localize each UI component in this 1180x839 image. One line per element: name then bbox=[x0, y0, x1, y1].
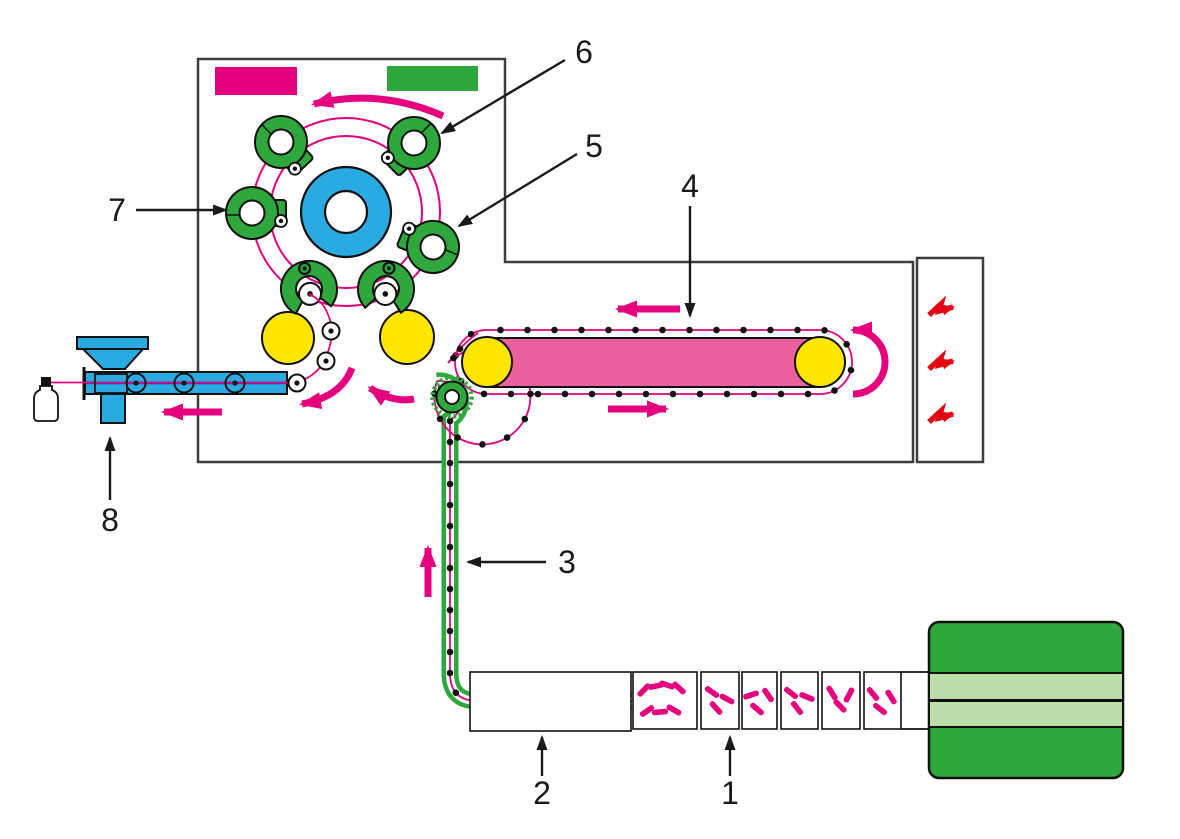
drum-left bbox=[261, 311, 315, 365]
belt-roller-right bbox=[794, 336, 846, 388]
callout-4: 4 bbox=[681, 168, 699, 204]
callout-6: 6 bbox=[575, 34, 593, 70]
transfer-arrow-right-icon bbox=[367, 385, 415, 406]
filler-head bbox=[100, 393, 126, 424]
infeed-conveyor bbox=[419, 545, 929, 732]
belt-roller-left bbox=[461, 336, 513, 388]
belt-wrap-arrow-icon bbox=[850, 321, 889, 398]
callout-3: 3 bbox=[558, 544, 576, 580]
station-clamp bbox=[357, 259, 415, 315]
heat-bolt-icon bbox=[927, 295, 955, 318]
callout-1: 1 bbox=[721, 775, 739, 811]
chain-dots bbox=[452, 326, 855, 398]
gripper-clamp bbox=[380, 116, 441, 176]
rotation-arrow-icon bbox=[311, 91, 445, 120]
heat-bolt-icon bbox=[927, 402, 955, 425]
sprocket-wheel bbox=[430, 375, 474, 419]
callout-2: 2 bbox=[533, 775, 551, 811]
legend-green-swatch bbox=[387, 66, 478, 91]
drum-right bbox=[379, 309, 435, 365]
transfer-belt bbox=[461, 300, 889, 418]
callout-5: 5 bbox=[585, 128, 603, 164]
bottle-icon bbox=[33, 377, 59, 422]
gripper-clamp bbox=[225, 186, 288, 240]
callouts: 1 2 3 4 5 6 7 8 bbox=[101, 34, 739, 811]
hopper-top bbox=[76, 336, 149, 350]
callout-7: 7 bbox=[108, 192, 126, 228]
heat-bolt-icon bbox=[927, 349, 955, 372]
supply-machine bbox=[927, 620, 1125, 780]
carousel-hub bbox=[299, 165, 393, 259]
callout-8: 8 bbox=[101, 502, 119, 538]
container-stars bbox=[125, 321, 341, 394]
gripper-clamp bbox=[254, 115, 314, 176]
heater-panel bbox=[915, 256, 985, 464]
hopper-funnel-icon bbox=[80, 348, 146, 370]
transfer-arrow-left-icon bbox=[299, 366, 356, 410]
product-trays bbox=[632, 671, 902, 730]
gripper-clamp bbox=[396, 220, 460, 274]
legend-magenta-swatch bbox=[215, 67, 297, 95]
product-sticks bbox=[637, 680, 897, 717]
